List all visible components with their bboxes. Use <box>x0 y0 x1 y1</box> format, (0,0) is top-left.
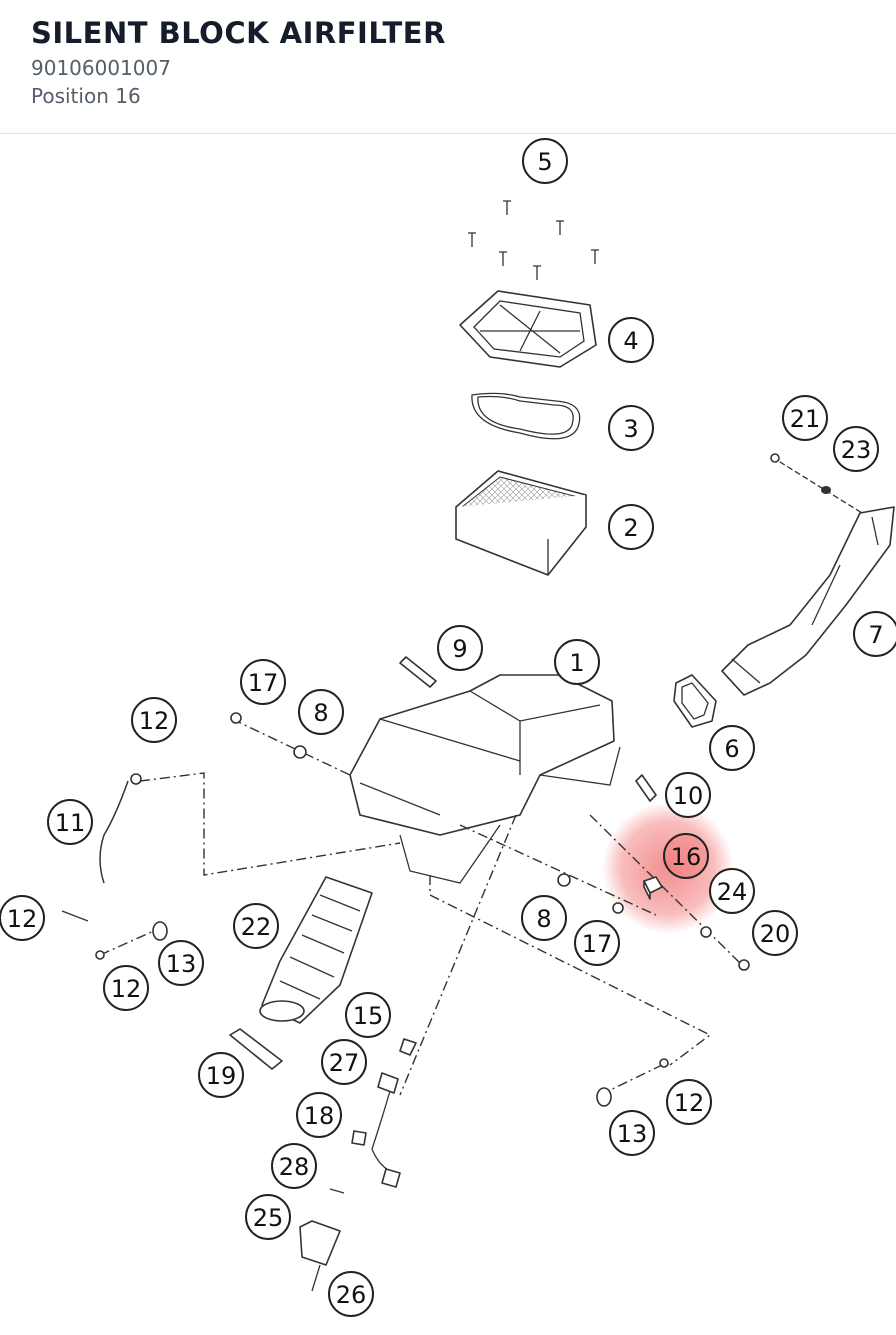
callout-2[interactable]: 2 <box>608 504 654 550</box>
callout-label: 19 <box>206 1062 237 1090</box>
part-drain-hose[interactable] <box>99 773 142 884</box>
callout-11[interactable]: 11 <box>47 799 93 845</box>
callout-label: 8 <box>536 905 551 933</box>
callout-label: 12 <box>674 1089 705 1117</box>
callout-label: 3 <box>623 415 638 443</box>
part-number: 90106001007 <box>31 56 171 80</box>
callout-label: 5 <box>537 148 552 176</box>
callout-13[interactable]: 13 <box>158 940 204 986</box>
part-wiring-harness[interactable] <box>351 1038 417 1188</box>
part-seal[interactable] <box>673 674 717 728</box>
callout-1[interactable]: 1 <box>554 639 600 685</box>
callout-label: 21 <box>790 405 821 433</box>
part-bolt-washer[interactable] <box>770 453 863 514</box>
part-pin[interactable] <box>635 774 657 802</box>
callout-label: 12 <box>7 905 38 933</box>
callout-10[interactable]: 10 <box>665 772 711 818</box>
part-title: SILENT BLOCK AIRFILTER <box>31 16 446 50</box>
callout-label: 13 <box>617 1120 648 1148</box>
callout-27[interactable]: 27 <box>321 1039 367 1085</box>
assembly-lines <box>99 718 743 1096</box>
part-grommets[interactable] <box>230 712 750 971</box>
callout-label: 1 <box>569 649 584 677</box>
callout-label: 17 <box>248 669 279 697</box>
part-intake-boot[interactable] <box>259 876 373 1024</box>
part-clip[interactable] <box>399 656 437 688</box>
callout-label: 18 <box>304 1102 335 1130</box>
callout-label: 15 <box>353 1002 384 1030</box>
callout-label: 13 <box>166 950 197 978</box>
callout-label: 12 <box>139 707 170 735</box>
part-screws[interactable] <box>468 200 599 280</box>
callout-21[interactable]: 21 <box>782 395 828 441</box>
callout-13[interactable]: 13 <box>609 1110 655 1156</box>
callout-12[interactable]: 12 <box>0 895 45 941</box>
callout-8[interactable]: 8 <box>521 895 567 941</box>
callout-12[interactable]: 12 <box>666 1079 712 1125</box>
callout-label: 22 <box>241 913 272 941</box>
callout-7[interactable]: 7 <box>853 611 896 657</box>
callout-label: 2 <box>623 514 638 542</box>
callout-label: 28 <box>279 1153 310 1181</box>
callout-18[interactable]: 18 <box>296 1092 342 1138</box>
callout-label: 25 <box>253 1204 284 1232</box>
callout-8[interactable]: 8 <box>298 689 344 735</box>
callout-label: 27 <box>329 1049 360 1077</box>
callout-label: 7 <box>868 621 883 649</box>
callout-label: 20 <box>760 920 791 948</box>
part-header: SILENT BLOCK AIRFILTER 90106001007 Posit… <box>0 0 896 134</box>
diagram-canvas: 5 4 3 2 21 23 7 9 1 17 8 12 6 10 11 16 24 12 8 17 20 22 13 12 15… <box>0 138 896 1317</box>
part-filter-cover[interactable] <box>459 290 597 368</box>
callout-6[interactable]: 6 <box>709 725 755 771</box>
part-airbox[interactable] <box>349 674 621 884</box>
callout-17[interactable]: 17 <box>240 659 286 705</box>
callout-17[interactable]: 17 <box>574 920 620 966</box>
callout-label: 12 <box>111 975 142 1003</box>
part-silent-block[interactable] <box>643 876 663 900</box>
callout-20[interactable]: 20 <box>752 910 798 956</box>
callout-26[interactable]: 26 <box>328 1271 374 1317</box>
callout-9[interactable]: 9 <box>437 625 483 671</box>
callout-22[interactable]: 22 <box>233 903 279 949</box>
callout-label: 16 <box>671 843 702 871</box>
callout-label: 9 <box>452 635 467 663</box>
callout-23[interactable]: 23 <box>833 426 879 472</box>
part-gasket[interactable] <box>471 392 581 440</box>
callout-label: 17 <box>582 930 613 958</box>
callout-label: 10 <box>673 782 704 810</box>
callout-label: 11 <box>55 809 86 837</box>
callout-label: 26 <box>336 1281 367 1309</box>
callout-label: 23 <box>841 436 872 464</box>
part-air-filter[interactable] <box>455 470 587 576</box>
part-position: Position 16 <box>31 84 141 108</box>
callout-markers: 5 4 3 2 21 23 7 9 1 17 8 12 6 10 11 16 24 12 8 17 20 22 13 12 15… <box>0 138 896 1317</box>
part-bracket[interactable] <box>299 1188 345 1292</box>
part-sensor[interactable] <box>229 1028 283 1070</box>
callout-label: 24 <box>717 878 748 906</box>
callout-3[interactable]: 3 <box>608 405 654 451</box>
callout-12[interactable]: 12 <box>103 965 149 1011</box>
callout-15[interactable]: 15 <box>345 992 391 1038</box>
callout-28[interactable]: 28 <box>271 1143 317 1189</box>
callout-5[interactable]: 5 <box>522 138 568 184</box>
callout-4[interactable]: 4 <box>608 317 654 363</box>
callout-label: 6 <box>724 735 739 763</box>
callout-label: 8 <box>313 699 328 727</box>
callout-24[interactable]: 24 <box>709 868 755 914</box>
exploded-parts-diagram: 5 4 3 2 21 23 7 9 1 17 8 12 6 10 11 16 24 12 8 17 20 22 13 12 15… <box>0 135 896 1335</box>
callout-label: 4 <box>623 327 638 355</box>
callout-16[interactable]: 16 <box>663 833 709 879</box>
callout-19[interactable]: 19 <box>198 1052 244 1098</box>
callout-12[interactable]: 12 <box>131 697 177 743</box>
part-intake-duct[interactable] <box>721 506 895 696</box>
callout-25[interactable]: 25 <box>245 1194 291 1240</box>
part-clamps[interactable] <box>61 910 669 1107</box>
